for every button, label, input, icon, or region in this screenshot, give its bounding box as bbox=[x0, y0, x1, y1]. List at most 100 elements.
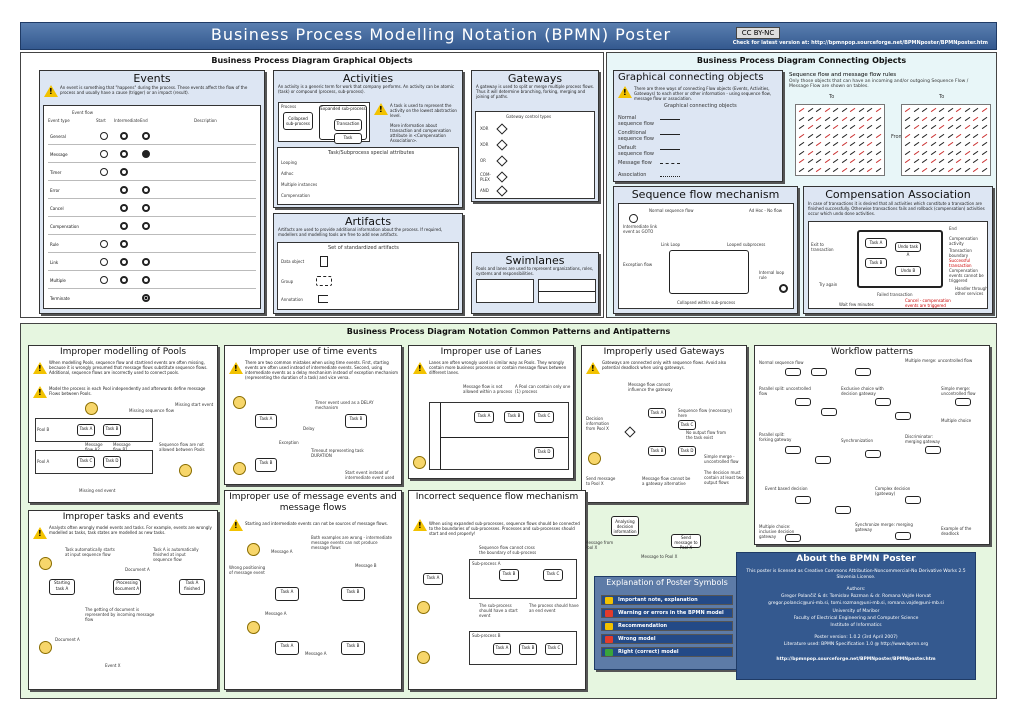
rule-cell bbox=[972, 167, 982, 176]
wf-task bbox=[905, 496, 921, 504]
rule-cell bbox=[921, 167, 931, 176]
gateway-right-model: Analysing decision information Message f… bbox=[581, 510, 747, 560]
artifacts-title: Artifacts bbox=[344, 215, 392, 228]
about-url[interactable]: http://bpmnpop.sourceforge.net/BPMNposte… bbox=[776, 657, 936, 662]
inc-label: Sequence flow cannot cross the boundary … bbox=[479, 545, 537, 555]
rule-cell bbox=[815, 167, 825, 176]
tasks-title: Improper tasks and events bbox=[62, 512, 184, 522]
warning-swatch bbox=[605, 610, 613, 617]
tasks-label: Task A is automatically finished at inpu… bbox=[153, 547, 199, 562]
time-start-instead: Start event instead of intermediate even… bbox=[345, 470, 395, 480]
sequence-flow-mechanism-box: Sequence flow mechanism Normal sequence … bbox=[613, 186, 798, 314]
patterns-title: Business Process Diagram Notation Common… bbox=[346, 327, 671, 336]
attr-multiple: Multiple instances bbox=[281, 182, 318, 187]
inc-task-b: Task B bbox=[499, 569, 519, 581]
rule-cell bbox=[981, 158, 990, 168]
gw-label: Sequence flow (necessary) here bbox=[678, 408, 732, 418]
event-row: Timer bbox=[48, 164, 256, 181]
rule-cell bbox=[964, 124, 973, 134]
rule-cell bbox=[964, 167, 973, 176]
rule-cell bbox=[938, 116, 948, 125]
rule-cell bbox=[904, 141, 914, 151]
rule-cell bbox=[832, 150, 842, 159]
event-row: Multiple bbox=[48, 272, 256, 289]
rule-cell bbox=[930, 133, 939, 142]
rule-cell bbox=[955, 167, 965, 176]
warning-icon bbox=[586, 362, 600, 374]
rule-cell bbox=[841, 107, 850, 117]
wf-task bbox=[855, 368, 871, 376]
rule-cell bbox=[930, 107, 939, 117]
cc-license-badge: CC BY-NC bbox=[736, 27, 780, 39]
rule-cell bbox=[955, 158, 965, 168]
rule-cell bbox=[938, 107, 948, 117]
rule-cell bbox=[815, 158, 825, 168]
rule-cell bbox=[824, 133, 833, 142]
time-duration: Timeout representing task DURATION bbox=[311, 448, 364, 458]
note-icon bbox=[618, 86, 632, 98]
lanes-title: Improper use of Lanes bbox=[440, 347, 542, 357]
rule-cell bbox=[875, 158, 884, 168]
wf-task bbox=[835, 506, 851, 514]
comp-handler-label: Handler through other services bbox=[955, 286, 988, 296]
rule-cell bbox=[972, 141, 982, 151]
group-icon bbox=[316, 276, 332, 286]
legend-label: Wrong model bbox=[618, 636, 656, 642]
gateway-types: Gateway control types XOR XOR OR COM-PLE… bbox=[475, 111, 595, 199]
process-label: Process bbox=[281, 104, 297, 109]
warning-icon bbox=[33, 362, 47, 374]
rule-cell bbox=[964, 150, 973, 159]
about-inst: Institute of Informatics bbox=[830, 623, 882, 628]
event-row: Message bbox=[48, 146, 256, 163]
wf-label: Multiple merge: uncontrolled flow bbox=[905, 358, 973, 363]
swimlanes-intro: Pools and lanes are used to represent or… bbox=[476, 266, 594, 276]
expanded-label: Expanded sub-process bbox=[320, 106, 366, 111]
latest-version-link[interactable]: Check for latest version at: http://bpmn… bbox=[732, 40, 988, 46]
messages-title: Improper use of message events and messa… bbox=[229, 492, 397, 513]
rule-cell bbox=[807, 167, 816, 176]
legend-row: Warning or errors in the BPMN model bbox=[601, 608, 733, 618]
seq-mechanism-diagram: Normal sequence flow Ad Hoc - No flow In… bbox=[618, 203, 794, 309]
msg-label: Message A bbox=[305, 651, 327, 656]
wf-label: Exclusive choice with decision gateway bbox=[841, 386, 884, 396]
swimlanes-box: Swimlanes Pools and lanes are used to re… bbox=[471, 252, 599, 314]
rule-cell bbox=[904, 167, 914, 176]
legend-row: Recommendation bbox=[601, 621, 733, 631]
col-end: End bbox=[140, 118, 148, 123]
event-row-label: Error bbox=[50, 188, 60, 193]
rule-cell bbox=[841, 158, 850, 168]
rule-cell bbox=[964, 133, 973, 142]
tasks-label: Task automatically starts at input seque… bbox=[65, 547, 115, 557]
special-attrs: Task/Subprocess special attributes Loopi… bbox=[277, 147, 459, 205]
about-authors: Gregor Polančič & dr. Tomislav Rozman & … bbox=[781, 594, 931, 599]
transaction-task: Transaction bbox=[334, 119, 362, 131]
rule-cell bbox=[913, 124, 922, 134]
pools-not-allowed: Sequence flow are not allowed between Po… bbox=[159, 442, 205, 452]
rule-cell bbox=[921, 124, 931, 134]
about-version: Poster version: 1.0.2 (3rd April 2007) bbox=[814, 635, 898, 640]
wf-task bbox=[785, 446, 801, 454]
incorrect-text: When using expanded sub-processes, seque… bbox=[429, 521, 580, 536]
association: Association bbox=[618, 172, 647, 178]
event-type-label: Event type bbox=[48, 118, 70, 123]
wf-label: Example of the deadlock bbox=[941, 526, 972, 536]
rule-cell bbox=[858, 158, 867, 168]
attr-adhoc: Adhoc bbox=[281, 171, 294, 176]
gw-xor-data: XOR bbox=[480, 126, 489, 131]
gateways-anti-box: Improperly used Gateways Gateways are co… bbox=[581, 345, 747, 503]
event-row-label: Message bbox=[50, 152, 68, 157]
data-object-icon bbox=[320, 256, 328, 267]
rule-cell bbox=[930, 124, 939, 134]
event-row-label: Timer bbox=[50, 170, 62, 175]
rule-cell bbox=[815, 141, 825, 151]
gw-label: Message flow cannot influence the gatewa… bbox=[628, 382, 673, 392]
sad-face-icon bbox=[233, 462, 246, 475]
sad-face-icon bbox=[247, 543, 260, 556]
wf-task bbox=[811, 368, 827, 376]
inc-task-c2: Task C bbox=[545, 643, 563, 655]
lanes-one-process: A Pool can contain only one (1) process bbox=[515, 384, 571, 394]
start-event bbox=[629, 214, 638, 223]
inc-msg-to: Message to Pool X bbox=[641, 554, 678, 559]
message-rule-grid bbox=[901, 104, 991, 176]
graphical-connecting-title: Graphical connecting objects bbox=[618, 72, 764, 83]
